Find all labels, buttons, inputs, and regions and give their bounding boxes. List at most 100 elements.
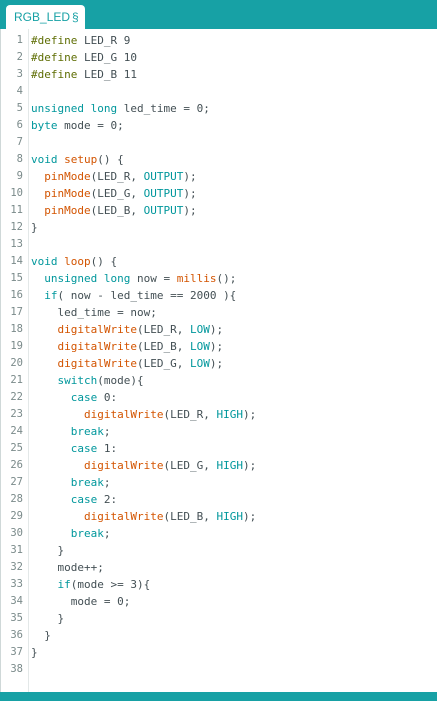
line-number: 35 [10,612,23,624]
code-line[interactable]: mode = 0; [31,593,131,610]
code-token: LOW [189,340,210,353]
line-number: 27 [10,476,23,488]
code-token: digitalWrite [57,323,137,336]
status-bar [0,692,437,701]
code-token: ); [242,408,257,421]
code-line[interactable]: if(mode >= 3){ [31,576,151,593]
code-token: HIGH [216,459,243,472]
code-token: digitalWrite [57,357,137,370]
code-token: long [103,272,131,285]
code-token: #define [31,51,78,64]
code-token: () { [90,255,118,268]
code-line[interactable]: break; [31,525,111,542]
code-token [31,340,58,353]
code-token: } [31,221,38,234]
code-line[interactable]: } [31,627,51,644]
code-token: if [57,578,71,591]
code-line[interactable]: switch(mode){ [31,372,144,389]
line-number: 2 [16,51,23,63]
code-token: } [31,629,51,642]
code-line[interactable]: digitalWrite(LED_R, LOW); [31,321,224,338]
code-line[interactable]: digitalWrite(LED_B, LOW); [31,338,224,355]
code-line[interactable]: case 1: [31,440,117,457]
code-line[interactable]: #define LED_G 10 [31,49,137,66]
code-token: LOW [189,323,210,336]
code-line[interactable]: } [31,542,64,559]
code-token: HIGH [216,510,243,523]
code-line[interactable]: digitalWrite(LED_B, HIGH); [31,508,256,525]
line-number: 12 [10,221,23,233]
code-line[interactable]: break; [31,423,111,440]
code-token: case [70,442,98,455]
code-token: ; [103,527,111,540]
code-token: LED_G 10 [77,51,137,64]
code-token [31,272,44,285]
code-line[interactable]: if( now - led_time == 2000 ){ [31,287,236,304]
code-token: ); [209,340,224,353]
tab-modified-mark: § [72,10,79,24]
code-token: () { [97,153,124,166]
code-line[interactable]: unsigned long now = millis(); [31,270,236,287]
code-token [31,425,71,438]
code-token: (); [216,272,237,285]
code-line[interactable]: #define LED_B 11 [31,66,137,83]
line-number: 1 [16,34,23,46]
code-token: digitalWrite [83,459,164,472]
code-line[interactable]: led_time = now; [31,304,156,321]
code-line[interactable]: byte mode = 0; [31,117,124,134]
code-token: ); [242,459,257,472]
code-line[interactable]: digitalWrite(LED_G, LOW); [31,355,224,372]
code-line[interactable]: break; [31,474,111,491]
code-line[interactable]: #define LED_R 9 [31,32,130,49]
code-line[interactable]: unsigned long led_time = 0; [31,100,210,117]
code-line[interactable]: pinMode(LED_B, OUTPUT); [31,202,196,219]
code-token [31,289,44,302]
code-line[interactable]: case 2: [31,491,117,508]
line-number: 18 [10,323,23,335]
code-line[interactable]: digitalWrite(LED_G, HIGH); [31,457,256,474]
code-token: case [70,493,98,506]
code-token: (LED_R, [163,408,217,421]
code-token [31,442,71,455]
code-token: 0: [97,391,118,404]
code-token: ; [103,425,111,438]
line-number: 20 [10,357,23,369]
line-number: 21 [10,374,23,386]
code-token: } [31,646,38,659]
code-line[interactable]: pinMode(LED_R, OUTPUT); [31,168,196,185]
code-line[interactable]: case 0: [31,389,117,406]
code-token: mode++; [31,561,104,574]
line-number: 38 [10,663,23,675]
code-token: (mode >= 3){ [70,578,151,591]
line-number: 17 [10,306,23,318]
code-line[interactable]: void setup() { [31,151,124,168]
code-token: loop [64,255,91,268]
line-number: 8 [16,153,23,165]
code-token: #define [31,68,78,81]
line-number: 37 [10,646,23,658]
code-line[interactable]: } [31,219,38,236]
code-line[interactable]: } [31,610,64,627]
code-line[interactable]: } [31,644,38,661]
line-number: 32 [10,561,23,573]
line-number: 25 [10,442,23,454]
code-token: void [31,153,58,166]
code-token: ); [183,187,197,200]
code-token: digitalWrite [57,340,137,353]
code-line[interactable]: digitalWrite(LED_R, HIGH); [31,406,256,423]
code-line[interactable]: mode++; [31,559,104,576]
code-token: byte [31,119,58,132]
line-number: 4 [16,85,23,97]
line-number: 6 [16,119,23,131]
code-token: (LED_G, [90,187,144,200]
line-number: 10 [10,187,23,199]
code-line[interactable]: void loop() { [31,253,117,270]
tab-sketch[interactable]: RGB_LED § [6,5,85,29]
line-number: 9 [16,170,23,182]
line-number: 7 [16,136,23,148]
line-number: 33 [10,578,23,590]
code-token [31,170,44,183]
code-token: case [70,391,98,404]
code-line[interactable]: pinMode(LED_G, OUTPUT); [31,185,197,202]
